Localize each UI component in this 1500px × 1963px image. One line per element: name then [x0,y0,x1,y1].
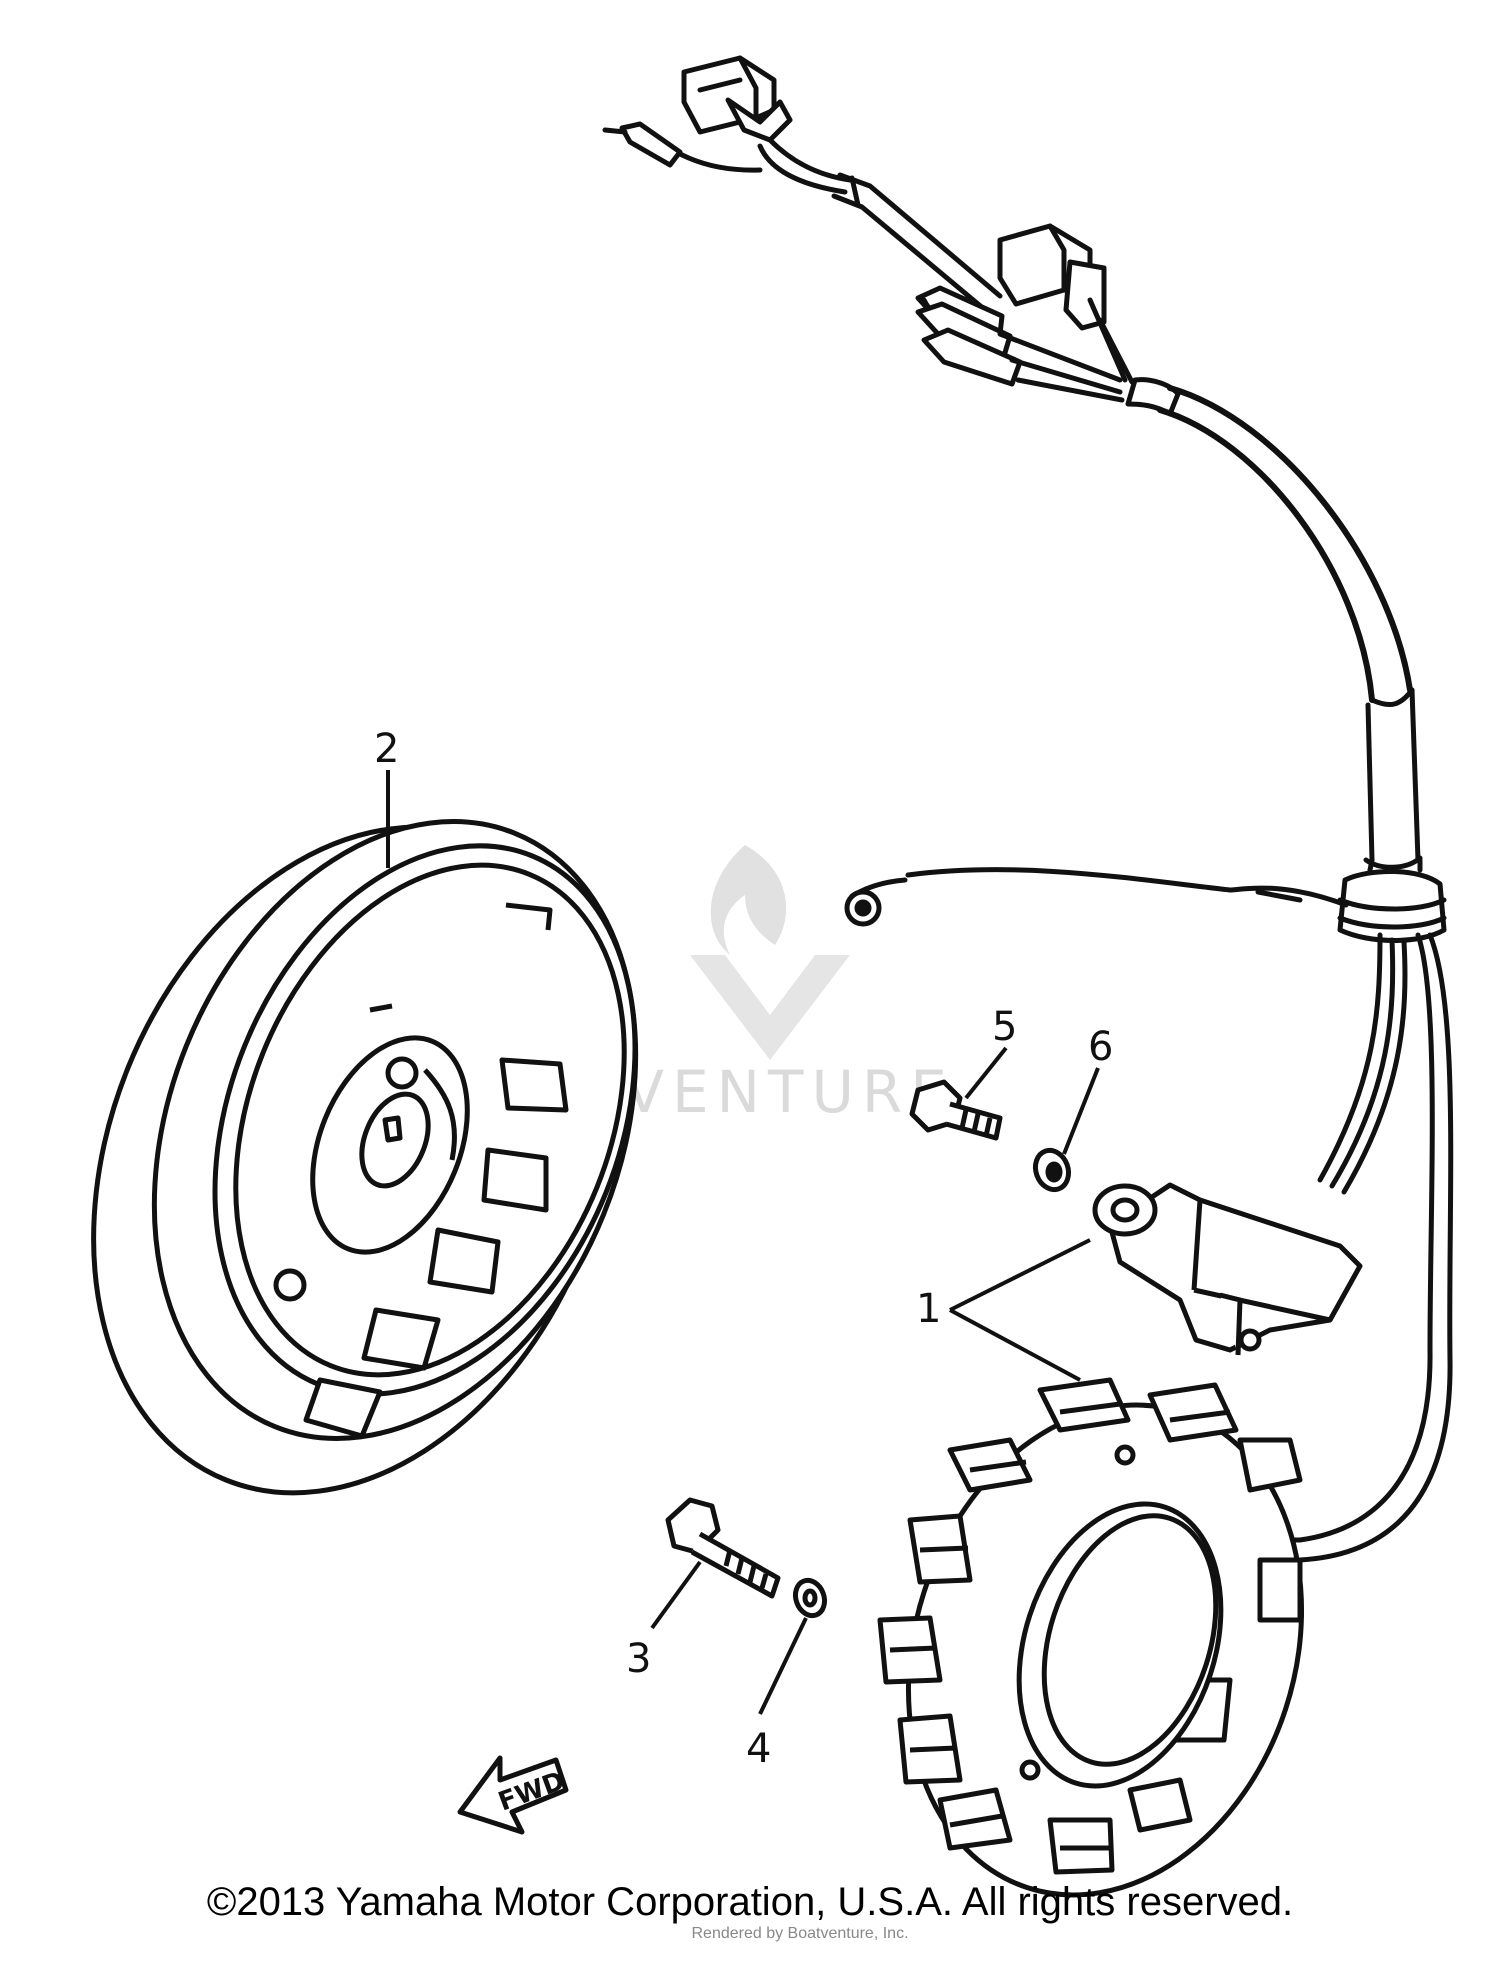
callout-1: 1 [916,1286,941,1332]
leader-lines [386,770,1100,1715]
leader-1-stator [949,1308,1081,1382]
middle-connector [997,223,1107,331]
flame-icon [710,845,787,955]
render-credit: Rendered by Boatventure, Inc. [691,1925,909,1942]
leader-5 [964,1046,1008,1100]
fwd-arrow: FWD [457,1755,569,1835]
bolt-3 [665,1497,781,1599]
callout-4: 4 [746,1726,771,1772]
callout-2: 2 [374,726,399,772]
leader-4 [758,1617,808,1715]
wire-harness [602,55,1454,1563]
flywheel-rotor [91,819,639,1496]
callout-3: 3 [626,1636,651,1682]
leader-6 [1062,1067,1100,1155]
bullet-terminals [915,285,1135,403]
pickup-coil [1092,1182,1363,1356]
washer-6 [1032,1147,1072,1193]
callout-5: 5 [992,1004,1017,1050]
copyright-notice: ©2013 Yamaha Motor Corporation, U.S.A. A… [206,1880,1294,1924]
washer-4 [792,1577,828,1619]
stator [877,1377,1305,1898]
leader-3 [650,1560,702,1630]
v-mark-icon [690,955,850,1060]
bolt-5 [909,1079,1003,1141]
callout-6: 6 [1088,1024,1113,1070]
leader-1-pickup [949,1238,1091,1312]
upper-connector [681,55,793,143]
